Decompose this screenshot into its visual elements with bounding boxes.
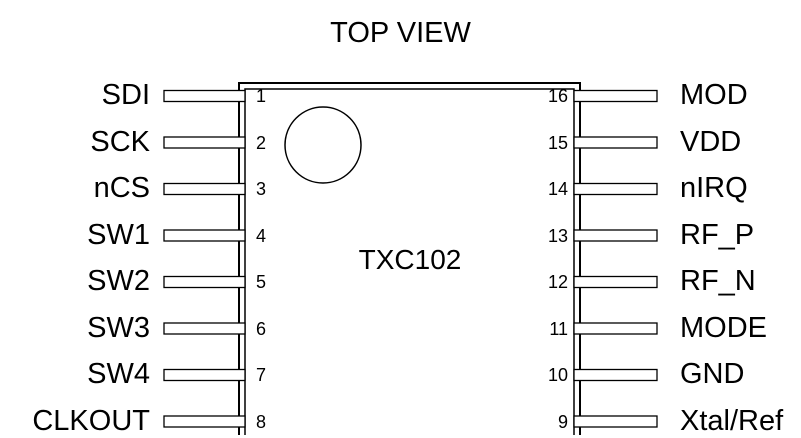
pin-lead [573, 136, 658, 149]
pin-signal-label: RF_P [680, 218, 755, 251]
pin-signal-label: SW4 [87, 358, 150, 390]
pin-number: 10 [547, 365, 568, 385]
diagram-title: TOP VIEW [330, 17, 471, 49]
pin-number: 11 [549, 318, 568, 339]
pin-lead [163, 229, 246, 242]
pin-signal-label: SCK [90, 125, 150, 158]
pin-lead [163, 275, 246, 289]
pin-signal-label: RF_N [680, 265, 756, 297]
chip-name: TXC102 [358, 244, 462, 275]
pin-number: 1 [256, 86, 267, 106]
pin-signal-label: SW3 [87, 311, 150, 344]
pin-lead [573, 89, 658, 103]
pin-number: 9 [557, 411, 568, 432]
pin1-orientation-dot [284, 106, 362, 184]
pin-signal-label: MOD [680, 79, 748, 111]
pin-signal-label: VDD [680, 125, 742, 158]
package-inner-outline [244, 88, 575, 435]
pin-lead [163, 322, 246, 335]
pin-number: 5 [256, 272, 267, 292]
pin-lead [573, 275, 658, 289]
pin-number: 7 [256, 365, 267, 385]
pin-number: 15 [547, 132, 568, 153]
pin-number: 12 [547, 272, 568, 292]
pin-lead [163, 368, 246, 382]
pin-lead [573, 415, 658, 428]
pin-number: 13 [547, 225, 568, 246]
pin-lead [163, 89, 246, 103]
pin-number: 14 [547, 179, 568, 199]
pin-signal-label: Xtal/Ref [680, 404, 784, 437]
pin-signal-label: nCS [93, 172, 150, 204]
pin-signal-label: MODE [680, 311, 767, 344]
pin-number: 3 [256, 179, 267, 199]
pin-lead [573, 368, 658, 382]
pin-signal-label: SDI [101, 79, 150, 111]
pin-signal-label: nIRQ [680, 172, 748, 204]
pin-number: 6 [256, 318, 267, 339]
pin-lead [573, 229, 658, 242]
pin-signal-label: GND [680, 358, 745, 390]
pin-number: 16 [547, 86, 568, 106]
pin-lead [163, 136, 246, 149]
pin-number: 4 [256, 225, 267, 246]
pin-signal-label: CLKOUT [32, 404, 150, 437]
pin-lead [573, 182, 658, 196]
pin-number: 8 [256, 411, 267, 432]
pin-number: 2 [256, 132, 267, 153]
pin-lead [163, 182, 246, 196]
pin-signal-label: SW2 [87, 265, 150, 297]
pin-lead [163, 415, 246, 428]
pin-lead [573, 322, 658, 335]
package-outer-outline [238, 82, 581, 435]
pin-signal-label: SW1 [87, 218, 150, 251]
